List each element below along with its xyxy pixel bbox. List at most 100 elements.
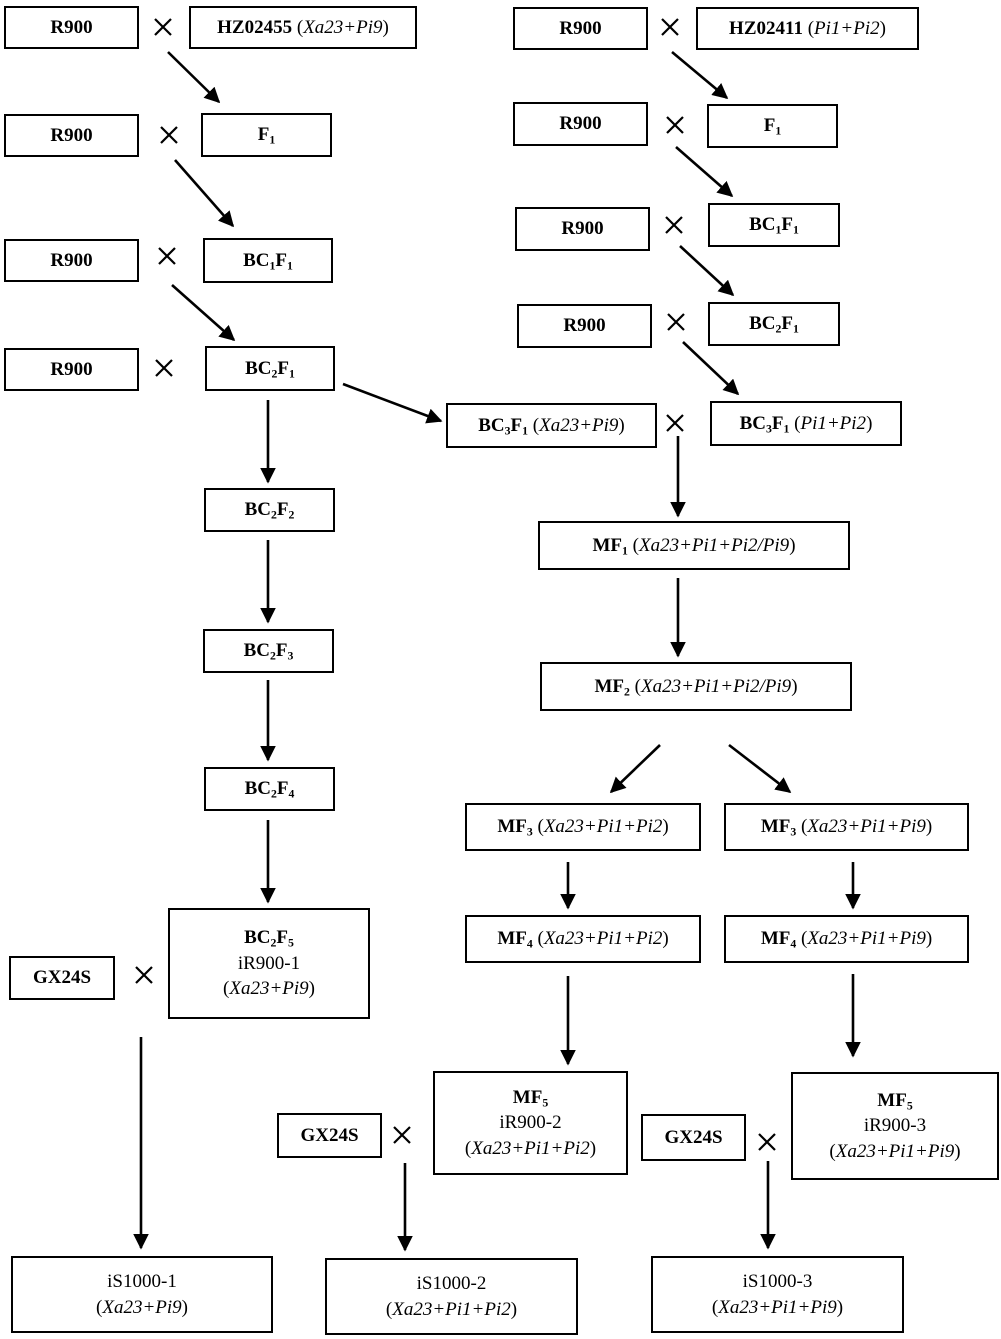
node-bc1f1-left: BC1F1 [203, 238, 333, 283]
gene-label: Xa23+Pi9 [102, 1296, 182, 1318]
node-label: HZ02455 [217, 16, 293, 38]
node-r900-right-3: R900 [515, 207, 650, 251]
node-label: F1 [763, 115, 782, 138]
cross-icon [155, 359, 173, 377]
cross-icon [160, 126, 178, 144]
arrow-line [671, 51, 729, 100]
node-gx24s-3: GX24S [641, 1114, 746, 1161]
node-label: R900 [561, 218, 604, 240]
node-gx24s-1: GX24S [9, 956, 115, 1000]
arrow-line [728, 743, 792, 794]
arrow-line [174, 159, 235, 228]
gene-label: Xa23+Pi1+Pi2 [471, 1137, 590, 1159]
node-hz02455: HZ02455 (Xa23+Pi9) [189, 6, 417, 49]
arrow-line [609, 744, 661, 794]
node-label: HZ02411 [729, 17, 803, 39]
arrow-line [675, 146, 734, 198]
node-label: F1 [257, 124, 276, 147]
cross-icon [758, 1133, 776, 1151]
node-r900-left-1: R900 [4, 6, 139, 49]
cross-icon [666, 414, 684, 432]
node-f1-left: F1 [201, 113, 332, 157]
node-hz02411: HZ02411 (Pi1+Pi2) [696, 7, 919, 50]
cross-icon [154, 18, 172, 36]
node-label: GX24S [32, 967, 92, 989]
node-is1000-3: iS1000-3 (Xa23+Pi1+Pi9) [651, 1256, 904, 1333]
gene-label: Xa23+Pi1+Pi2 [543, 928, 663, 950]
arrow-line [171, 284, 236, 342]
node-label: R900 [563, 315, 606, 337]
node-r900-right-1: R900 [513, 7, 648, 50]
line-name: iR900-3 [863, 1115, 927, 1137]
node-label: MF3 [760, 816, 797, 839]
gene-label: Xa23+Pi1+Pi2 [392, 1298, 511, 1320]
node-label: R900 [50, 124, 93, 146]
node-mf3-pi9: MF3 (Xa23+Pi1+Pi9) [724, 803, 969, 851]
gene-label: Xa23+Pi1+Pi2/Pi9 [639, 534, 790, 556]
node-label: iS1000-2 [416, 1272, 487, 1294]
node-label: iS1000-1 [107, 1270, 177, 1292]
node-label: BC2F3 [243, 640, 294, 663]
node-mf4-pi9: MF4 (Xa23+Pi1+Pi9) [724, 915, 969, 963]
node-label: BC1F1 [243, 249, 293, 272]
node-label: BC2F1 [245, 357, 295, 380]
node-label: R900 [50, 249, 93, 271]
line-name: iR900-1 [237, 952, 301, 974]
node-mf1: MF1 (Xa23+Pi1+Pi2/Pi9) [538, 521, 850, 570]
node-label: R900 [50, 16, 93, 38]
node-is1000-2: iS1000-2 (Xa23+Pi1+Pi2) [325, 1258, 578, 1335]
node-is1000-1: iS1000-1 (Xa23+Pi9) [11, 1256, 273, 1333]
node-mf3-pi2: MF3 (Xa23+Pi1+Pi2) [465, 803, 701, 851]
cross-icon [661, 18, 679, 36]
node-bc2f3: BC2F3 [203, 629, 334, 673]
gene-label: Pi1+Pi2 [800, 412, 867, 434]
node-r900-left-4: R900 [4, 348, 139, 391]
node-label: MF2 [594, 675, 630, 698]
gene-label: Xa23+Pi1+Pi9 [718, 1296, 837, 1318]
node-bc2f1-right: BC2F1 [708, 302, 840, 346]
node-label: MF5 [877, 1089, 913, 1112]
gene-label: Xa23+Pi9 [539, 414, 619, 436]
node-label: BC2F1 [749, 313, 799, 336]
gene-label: Xa23+Pi1+Pi9 [807, 816, 926, 838]
node-bc3f1-xa23-pi9: BC3F1 (Xa23+Pi9) [446, 403, 657, 448]
node-f1-right: F1 [707, 104, 838, 148]
node-label: MF3 [497, 816, 533, 839]
gene-label: Xa23+Pi1+Pi9 [807, 928, 926, 950]
node-label: GX24S [664, 1126, 723, 1148]
node-label: R900 [559, 113, 602, 135]
node-r900-left-2: R900 [4, 114, 139, 157]
cross-icon [158, 247, 176, 265]
node-label: BC2F2 [244, 499, 295, 522]
arrow-line [679, 245, 735, 297]
node-bc2f5-ir900-1: BC2F5 iR900-1 (Xa23+Pi9) [168, 908, 370, 1019]
cross-icon [666, 116, 684, 134]
node-mf5-ir900-3: MF5 iR900-3 (Xa23+Pi1+Pi9) [791, 1072, 999, 1180]
node-r900-right-4: R900 [517, 304, 652, 348]
gene-label: Xa23+Pi1+Pi2 [543, 816, 663, 838]
arrow-line [682, 341, 740, 396]
gene-label: Xa23+Pi9 [303, 16, 383, 38]
arrow-line [167, 51, 221, 104]
cross-icon [135, 966, 153, 984]
line-name: iR900-2 [499, 1112, 562, 1134]
node-label: MF4 [760, 928, 797, 951]
node-label: R900 [50, 358, 93, 380]
cross-icon [665, 216, 683, 234]
node-label: BC1F1 [749, 214, 799, 237]
node-mf4-pi2: MF4 (Xa23+Pi1+Pi2) [465, 915, 701, 963]
gene-label: Pi1+Pi2 [814, 17, 880, 39]
cross-icon [393, 1126, 411, 1144]
node-r900-left-3: R900 [4, 239, 139, 282]
node-bc2f2: BC2F2 [204, 488, 335, 532]
node-label: MF1 [592, 534, 628, 557]
node-bc2f4: BC2F4 [204, 767, 335, 811]
gene-label: Xa23+Pi1+Pi2/Pi9 [641, 675, 792, 697]
arrow-line [342, 382, 443, 424]
node-r900-right-2: R900 [513, 102, 648, 146]
node-label: MF4 [497, 928, 533, 951]
node-label: GX24S [300, 1124, 359, 1146]
gene-label: Xa23+Pi1+Pi9 [835, 1140, 955, 1162]
node-label: iS1000-3 [742, 1270, 813, 1292]
